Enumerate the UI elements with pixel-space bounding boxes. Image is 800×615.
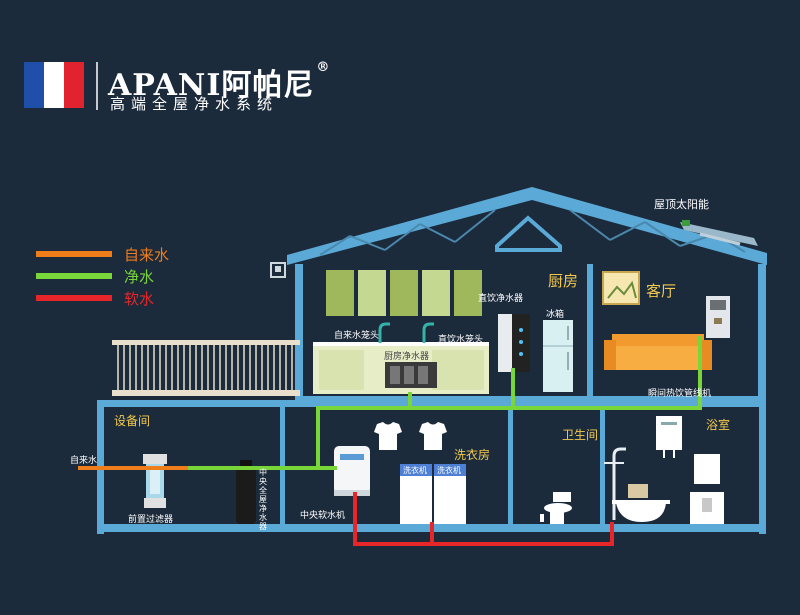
label-pre-filter: 前置过滤器 xyxy=(128,515,174,525)
legend-swatch-purified xyxy=(36,273,112,279)
label-living-room: 客厅 xyxy=(646,282,677,300)
label-central-softener: 中央软水机 xyxy=(300,511,346,521)
drinking-faucet-icon xyxy=(422,322,434,343)
purified-water-pipe xyxy=(316,336,702,470)
wall-lamp-icon xyxy=(270,262,286,278)
soft-water-pipe xyxy=(353,492,614,546)
pre-filter-device xyxy=(143,454,167,508)
label-laundry: 洗衣房 xyxy=(454,448,491,462)
label-central-purifier: 中央全屋净水器 xyxy=(259,468,267,531)
french-flag-icon xyxy=(24,62,84,108)
central-softener-device xyxy=(334,446,370,496)
washbasin-icon xyxy=(690,492,724,524)
label-fridge: 冰箱 xyxy=(546,310,565,320)
bathtub-icon xyxy=(612,484,670,522)
kitchen-faucets xyxy=(378,322,434,343)
toilet-icon xyxy=(540,492,572,524)
label-equipment-room: 设备间 xyxy=(114,414,151,428)
label-roof-solar: 屋顶太阳能 xyxy=(654,198,709,211)
drinking-purifier-device xyxy=(498,314,530,372)
label-toilet: 卫生间 xyxy=(562,428,599,442)
label-tap-water-inlet: 自来水 xyxy=(70,456,98,466)
legend-label-soft: 软水 xyxy=(124,290,155,308)
pipes xyxy=(78,336,702,546)
solar-panel-icon xyxy=(680,220,758,246)
central-purifier-tank xyxy=(236,460,256,524)
legend-swatch-soft xyxy=(36,295,112,301)
balcony-railing xyxy=(112,340,300,396)
label-kitchen: 厨房 xyxy=(548,272,579,290)
brand-tagline: 高端全屋净水系统 xyxy=(110,95,279,113)
tshirt-icons xyxy=(374,422,447,450)
kitchen-upper-cabinets xyxy=(326,270,482,316)
brand-name-text: APANI阿帕尼 xyxy=(108,68,315,103)
label-tap-faucet: 自来水笼头 xyxy=(334,331,380,341)
water-heater-icon xyxy=(656,416,682,458)
label-instant-hot-dispenser: 瞬间热饮管线机 xyxy=(648,389,712,399)
fridge-device xyxy=(543,320,573,392)
label-bathroom: 浴室 xyxy=(706,418,731,432)
shower-icon xyxy=(604,447,626,520)
label-washer-2: 洗衣机 xyxy=(437,466,461,475)
label-drinking-faucet: 直饮水笼头 xyxy=(438,335,484,345)
washing-machines xyxy=(400,464,466,524)
kitchen-purifier-device xyxy=(385,362,437,388)
label-kitchen-purifier: 厨房净水器 xyxy=(384,352,430,362)
mirror-icon xyxy=(694,454,720,484)
legend-swatch-tap xyxy=(36,251,112,257)
hot-water-dispenser-device xyxy=(706,296,730,338)
legend-label-tap: 自来水 xyxy=(124,246,170,264)
label-washer-1: 洗衣机 xyxy=(403,466,427,475)
tap-faucet-icon xyxy=(378,322,390,343)
wall-painting-icon xyxy=(602,271,640,305)
registered-mark: ® xyxy=(316,60,331,75)
label-drinking-purifier: 直饮净水器 xyxy=(478,294,524,304)
brand-name: APANI阿帕尼® xyxy=(108,60,330,104)
legend-label-purified: 净水 xyxy=(124,268,155,286)
sofa-icon xyxy=(604,334,712,370)
